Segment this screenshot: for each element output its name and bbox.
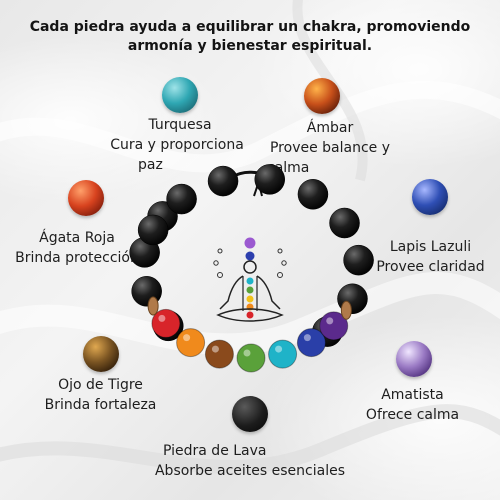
agata-roja-desc: Brinda protección	[15, 250, 139, 266]
ojo-de-tigre-stone-icon	[83, 336, 119, 372]
amatista-name: Amatista	[381, 387, 444, 403]
lapis-lazuli-label: Lapis Lazuli Provee claridad	[368, 237, 493, 277]
lava-bead	[329, 207, 360, 239]
ojo-de-tigre-label: Ojo de Tigre Brinda fortaleza	[38, 375, 163, 415]
headline-line-1: Cada piedra ayuda a equilibrar un chakra…	[29, 19, 471, 35]
ambar-desc-1: Provee balance y	[269, 140, 391, 156]
turquesa-stone-icon	[162, 77, 198, 113]
bead-highlight	[243, 349, 251, 357]
turquesa-desc-1: Cura y proporciona	[110, 137, 244, 153]
lapis-lazuli-desc: Provee claridad	[376, 259, 485, 275]
ojo-de-tigre-desc: Brinda fortaleza	[44, 397, 157, 413]
chakra-bead	[204, 339, 234, 369]
amatista-label: Amatista Ofrece calma	[355, 385, 470, 425]
amatista-desc: Ofrece calma	[365, 407, 460, 423]
bracelet-beads	[129, 164, 374, 373]
chakra-bead	[296, 328, 326, 358]
headline-line-2: armonía y bienestar espiritual.	[127, 38, 373, 54]
lava-bead	[297, 179, 329, 210]
ambar-label: Ámbar Provee balance y calma	[255, 118, 405, 178]
bead-highlight	[158, 314, 166, 322]
chakra-bead	[176, 328, 206, 358]
bead-highlight	[303, 334, 311, 342]
turquesa-label: Turquesa Cura y proporciona paz	[95, 115, 265, 175]
metal-spacer-bead	[147, 296, 159, 316]
lava-bead	[254, 164, 286, 195]
piedra-de-lava-label: Piedra de Lava Absorbe aceites esenciale…	[145, 441, 355, 481]
chakra-dot-solar	[246, 295, 254, 303]
chakra-bead	[236, 343, 266, 373]
agata-roja-label: Ágata Roja Brinda protección	[12, 228, 142, 268]
turquesa-name: Turquesa	[148, 117, 212, 133]
metal-spacer-bead	[340, 300, 352, 320]
figure-head	[243, 260, 257, 274]
meditation-figure-icon	[213, 237, 287, 322]
bead-highlight	[326, 317, 334, 325]
lava-bead	[207, 165, 239, 197]
figure-torso	[242, 276, 258, 311]
chakra-bead	[319, 311, 349, 341]
figure-arms	[219, 275, 281, 310]
ojo-de-tigre-name: Ojo de Tigre	[58, 377, 143, 393]
agata-roja-name: Ágata Roja	[39, 230, 115, 246]
bead-highlight	[275, 345, 283, 353]
chakra-dot-crown	[244, 237, 256, 249]
lapis-lazuli-name: Lapis Lazuli	[389, 239, 472, 255]
piedra-de-lava-desc: Absorbe aceites esenciales	[154, 463, 345, 479]
amatista-stone-icon	[396, 341, 432, 377]
bead-highlight	[211, 345, 219, 353]
bead-highlight	[183, 334, 191, 342]
turquesa-desc-2: paz	[138, 157, 163, 173]
piedra-de-lava-name: Piedra de Lava	[163, 443, 267, 459]
chakra-bead	[268, 339, 298, 369]
chakra-bead	[151, 308, 181, 338]
chakra-dot-throat	[246, 277, 254, 285]
headline: Cada piedra ayuda a equilibrar un chakra…	[10, 18, 490, 56]
lapis-lazuli-stone-icon	[412, 179, 448, 215]
chakra-dot-third-eye	[245, 251, 255, 261]
piedra-de-lava-stone-icon	[232, 396, 268, 432]
ambar-name: Ámbar	[306, 120, 354, 136]
figure-legs	[216, 308, 284, 322]
agata-roja-stone-icon	[68, 180, 104, 216]
chakra-dot-heart	[246, 286, 254, 294]
lava-bead	[343, 244, 374, 276]
lava-bead	[166, 183, 197, 215]
lava-bead	[137, 214, 169, 246]
ambar-stone-icon	[304, 78, 340, 114]
chakra-dot-root	[246, 311, 254, 319]
